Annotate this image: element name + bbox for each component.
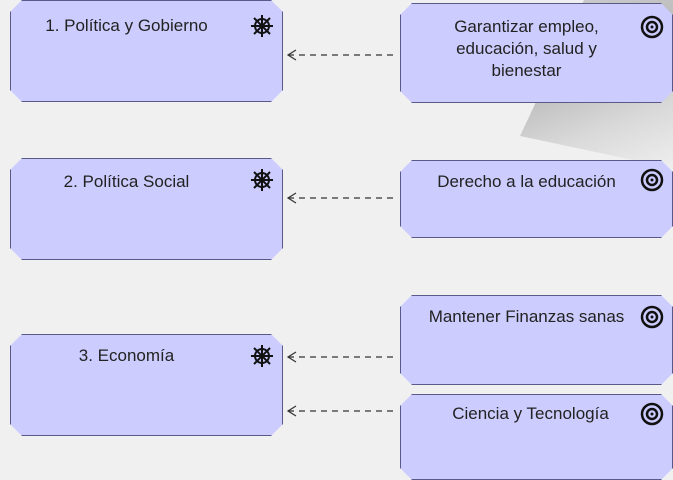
arrowhead: [286, 192, 297, 204]
driver-box-politica-social[interactable]: 2. Política Social: [10, 158, 283, 260]
goal-box-ciencia[interactable]: Ciencia y Tecnología: [400, 394, 673, 480]
driver-label: 1. Política y Gobierno: [45, 16, 208, 35]
arrowhead: [286, 405, 297, 417]
helm-wheel-icon: [249, 167, 275, 193]
target-icon: [639, 401, 665, 427]
target-icon: [639, 14, 665, 40]
goal-label: Mantener Finanzas sanas: [428, 307, 625, 326]
target-icon: [639, 304, 665, 330]
helm-wheel-icon: [249, 343, 275, 369]
driver-label: 3. Economía: [78, 346, 175, 365]
goal-label: Ciencia y Tecnología: [452, 404, 609, 423]
goal-box-derecho-educacion[interactable]: Derecho a la educación: [400, 160, 673, 238]
goal-label: Derecho a la educación: [437, 172, 616, 191]
driver-box-politica-gobierno[interactable]: 1. Política y Gobierno: [10, 0, 283, 102]
driver-label: 2. Política Social: [63, 172, 190, 191]
arrowhead: [286, 351, 297, 363]
goal-label: Garantizar empleo, educación, salud y bi…: [454, 17, 599, 80]
helm-wheel-icon: [249, 13, 275, 39]
driver-box-economia[interactable]: 3. Economía: [10, 334, 283, 436]
target-icon: [639, 167, 665, 193]
arrowhead: [286, 49, 297, 61]
goal-box-finanzas[interactable]: Mantener Finanzas sanas: [400, 295, 673, 385]
goal-box-empleo[interactable]: Garantizar empleo, educación, salud y bi…: [400, 3, 673, 103]
